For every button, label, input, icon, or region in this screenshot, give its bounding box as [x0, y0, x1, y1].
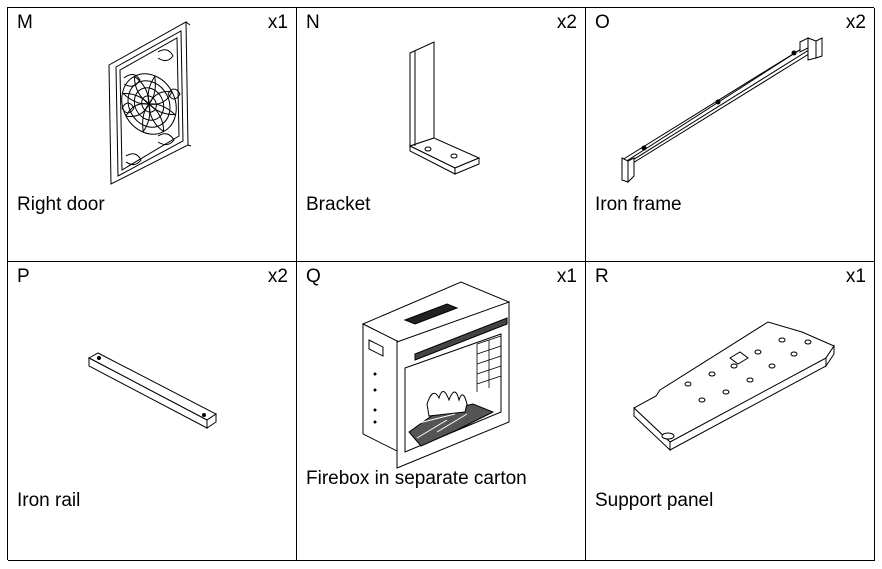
part-cell-m: M x1 [8, 8, 297, 262]
part-letter: R [595, 266, 609, 287]
firebox-icon [297, 262, 586, 561]
part-name: Iron frame [595, 194, 682, 215]
part-quantity: x2 [845, 12, 866, 33]
iron-frame-icon [586, 8, 875, 262]
part-name: Bracket [306, 194, 371, 215]
iron-rail-icon [8, 262, 297, 561]
part-name: Right door [17, 194, 105, 215]
right-door-icon [8, 8, 297, 262]
part-quantity: x2 [267, 266, 288, 287]
bracket-icon [297, 8, 586, 262]
part-quantity: x2 [556, 12, 577, 33]
part-letter: O [595, 12, 610, 33]
part-cell-p: P x2 Iron rail [8, 262, 297, 561]
part-cell-r: R x1 [586, 262, 875, 561]
part-name: Support panel [595, 490, 714, 511]
part-letter: M [17, 12, 33, 33]
part-cell-o: O x2 Iron frame [586, 8, 875, 262]
part-cell-n: N x2 Bracket [297, 8, 586, 262]
part-quantity: x1 [556, 266, 577, 287]
part-letter: Q [306, 266, 321, 287]
support-panel-icon [586, 262, 875, 561]
part-quantity: x1 [267, 12, 288, 33]
part-letter: N [306, 12, 320, 33]
parts-table: M x1 [7, 7, 875, 561]
part-name: Iron rail [17, 490, 81, 511]
part-name: Firebox in separate carton [306, 468, 527, 489]
part-letter: P [17, 266, 30, 287]
part-cell-q: Q x1 [297, 262, 586, 561]
part-quantity: x1 [845, 266, 866, 287]
